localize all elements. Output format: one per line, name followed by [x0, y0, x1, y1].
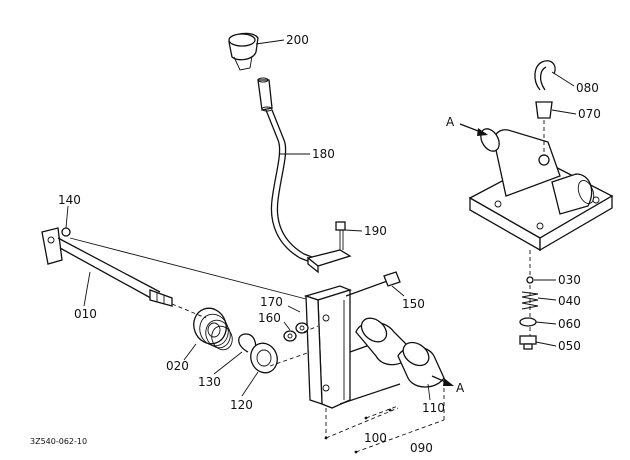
shift-rod-assembly [41, 227, 311, 307]
point-dot [364, 416, 368, 420]
ball-part [526, 276, 534, 284]
label-190: 190 [364, 224, 387, 238]
label-130: 130 [198, 375, 221, 389]
label-110: 110 [422, 401, 445, 415]
label-050: 050 [558, 339, 581, 353]
bolt-150 [345, 271, 401, 297]
nut-170 [295, 322, 309, 334]
label-150: 150 [402, 297, 425, 311]
label-020: 020 [166, 359, 189, 373]
label-010: 010 [74, 307, 97, 321]
arrow-a-top [459, 123, 488, 136]
label-140: 140 [58, 193, 81, 207]
plug-part [519, 335, 537, 350]
breather-hook [534, 60, 556, 91]
label-060: 060 [558, 317, 581, 331]
label-120: 120 [230, 398, 253, 412]
assembly-lines [171, 303, 445, 453]
label-160: 160 [258, 311, 281, 325]
washer-060 [519, 317, 537, 327]
label-100: 100 [364, 431, 387, 445]
spring-part [521, 291, 539, 310]
label-080: 080 [576, 81, 599, 95]
lever-sleeve [257, 77, 273, 112]
bushing-part [355, 317, 445, 388]
arrow-a-bottom [431, 375, 454, 386]
boot-part [193, 307, 233, 351]
circlip-part [238, 333, 257, 353]
view-marker-a-top: A [446, 115, 455, 129]
lever-rod [265, 109, 319, 266]
point-dot [324, 436, 328, 440]
label-180: 180 [312, 147, 335, 161]
washer-part [250, 342, 278, 374]
label-090: 090 [410, 441, 433, 455]
label-070: 070 [578, 107, 601, 121]
label-030: 030 [558, 273, 581, 287]
label-040: 040 [558, 294, 581, 308]
view-marker-a-bottom: A [456, 381, 465, 395]
lever-bracket [303, 271, 401, 409]
housing-cover [468, 128, 614, 252]
drawing-number: 3Z540-062-10 [30, 437, 87, 446]
shift-lever-assembly [228, 32, 352, 274]
label-170: 170 [260, 295, 283, 309]
label-200: 200 [286, 33, 309, 47]
breather-plug [535, 101, 553, 119]
point-dot [388, 408, 392, 412]
point-dot [354, 450, 358, 454]
bolt-190 [335, 221, 346, 250]
knob-part [228, 32, 259, 71]
leader-lines [65, 39, 577, 401]
washer-160 [283, 330, 297, 342]
